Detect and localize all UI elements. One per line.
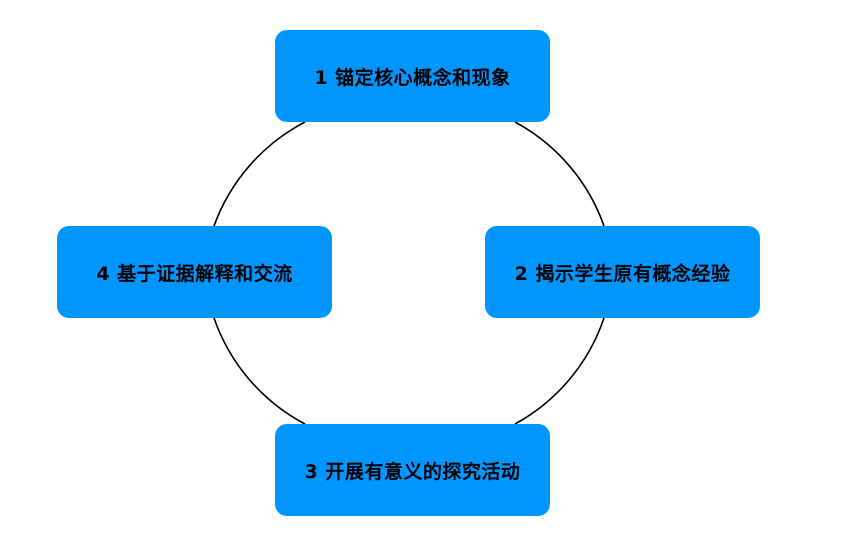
connector-2-3 xyxy=(514,317,605,425)
cycle-node-4: 4 基于证据解释和交流 xyxy=(57,226,332,318)
cycle-node-2-label: 2 揭示学生原有概念经验 xyxy=(514,262,731,285)
cycle-node-3-label: 3 开展有意义的探究活动 xyxy=(304,460,521,483)
cycle-node-4-label: 4 基于证据解释和交流 xyxy=(96,262,293,285)
connector-1-2 xyxy=(514,121,605,227)
connector-4-1 xyxy=(213,121,306,227)
cycle-node-3: 3 开展有意义的探究活动 xyxy=(275,424,550,516)
cycle-node-1-label: 1 锚定核心概念和现象 xyxy=(314,66,511,89)
connector-3-4 xyxy=(213,317,306,425)
cycle-node-1: 1 锚定核心概念和现象 xyxy=(275,30,550,122)
cycle-node-2: 2 揭示学生原有概念经验 xyxy=(485,226,760,318)
